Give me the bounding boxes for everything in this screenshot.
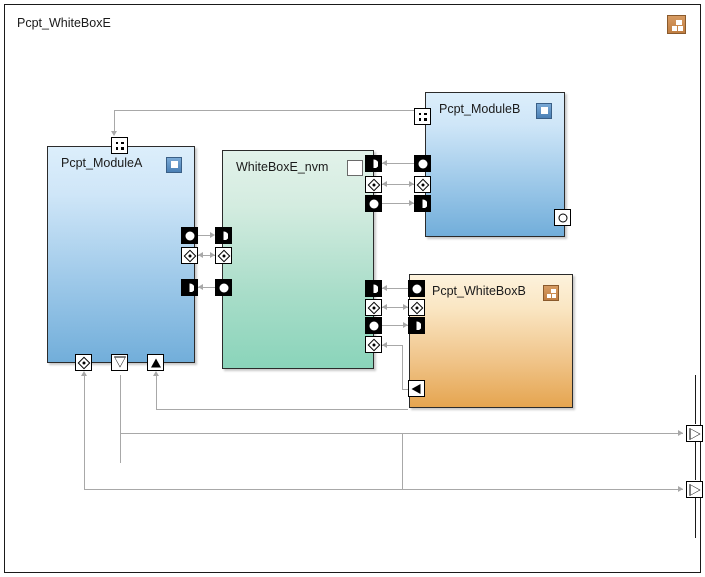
arrowhead-nvm-moduleb-3 [409, 200, 414, 206]
whitebox-b-left-trigger-in-port[interactable] [408, 380, 425, 397]
nvm-right-required-port-mid[interactable] [365, 280, 382, 297]
module-b-left-data-port[interactable] [414, 176, 431, 193]
connector-modulea-nvm-1 [198, 235, 212, 236]
module-b-left-required-port[interactable] [414, 195, 431, 212]
module-a-right-required-port[interactable] [181, 279, 198, 296]
arrowhead-nvm-whiteboxb-2b [403, 304, 408, 310]
frame-right-delegation-port-1[interactable] [686, 425, 703, 442]
connector-trigger-to-nvm-h-top [382, 345, 403, 346]
module-b-bottom-circle-port[interactable] [554, 209, 571, 226]
component-pcpt-modulea[interactable]: Pcpt_ModuleA [47, 146, 195, 363]
component-label-modulea: Pcpt_ModuleA [61, 156, 143, 170]
composite-component-icon [667, 15, 686, 34]
module-b-left-delegation-port[interactable] [414, 108, 431, 125]
connector-nvm-moduleb-2 [382, 184, 414, 185]
arrowhead-nvm-whiteboxb-1 [382, 285, 387, 291]
arrowhead-nvm-whiteboxb-3 [403, 322, 408, 328]
module-a-right-provided-port-1[interactable] [181, 227, 198, 244]
connector-frame2-to-modulea-h [84, 489, 683, 490]
nvm-right-data-port-mid[interactable] [365, 299, 382, 316]
component-label-whiteboxb: Pcpt_WhiteBoxB [432, 284, 526, 298]
connector-moduleb-to-modulea-h [114, 110, 415, 111]
module-icon [166, 157, 182, 173]
nvm-right-required-port-top[interactable] [365, 155, 382, 172]
nvm-right-provided-port-top[interactable] [365, 195, 382, 212]
connector-nvm-whiteboxb-2 [382, 307, 408, 308]
arrowhead-nvm-moduleb-2b [409, 181, 414, 187]
connector-modulea-to-frame1-v [120, 375, 121, 463]
whitebox-b-left-data-port[interactable] [408, 299, 425, 316]
nvm-right-data-port-low[interactable] [365, 336, 382, 353]
connector-whiteboxb-drop-v [402, 433, 403, 489]
nvm-right-data-port-top[interactable] [365, 176, 382, 193]
empty-icon [347, 160, 363, 176]
component-pcpt-whiteboxb[interactable]: Pcpt_WhiteBoxB [409, 274, 573, 408]
component-label-moduleb: Pcpt_ModuleB [439, 102, 521, 116]
connector-frame2-to-modulea-v [84, 375, 85, 489]
module-icon [536, 103, 552, 119]
arrowhead-nvm-moduleb-1 [382, 160, 387, 166]
arrowhead-modulea-to-frame1 [678, 430, 683, 436]
frame-right-stub-mid [695, 442, 696, 480]
nvm-left-provided-port[interactable] [215, 279, 232, 296]
connector-modulea-to-frame1-h [120, 433, 683, 434]
component-pcpt-moduleb[interactable]: Pcpt_ModuleB [425, 92, 565, 237]
connector-trigger-to-nvm-v [402, 345, 403, 389]
connector-nvm-whiteboxb-1 [382, 288, 408, 289]
connector-trigger-to-modulea-v [156, 375, 157, 409]
module-a-bottom-tridown-port[interactable] [111, 354, 128, 371]
arrowhead-frame2-in [678, 486, 683, 492]
composite-component-icon [543, 285, 559, 301]
module-a-right-data-port[interactable] [181, 247, 198, 264]
connector-modulea-nvm-2 [198, 255, 215, 256]
arrowhead-modulea-nvm-3 [198, 284, 203, 290]
arrowhead-moduleb-to-modulea [111, 131, 117, 136]
arrowhead-trigger-to-modulea [153, 371, 159, 376]
frame-right-stub-bot [695, 498, 696, 538]
arrowhead-frame2-to-modulea [81, 371, 87, 376]
diagram-frame: Pcpt_WhiteBoxE Pcpt_ModuleA WhiteBoxE_nv… [4, 4, 703, 573]
connector-nvm-moduleb-1 [382, 163, 414, 164]
arrowhead-modulea-nvm-2a [210, 252, 215, 258]
arrowhead-nvm-whiteboxb-2a [382, 304, 387, 310]
connector-trigger-to-nvm-h-bot [402, 389, 409, 390]
module-a-top-delegation-port[interactable] [111, 137, 128, 154]
arrowhead-modulea-nvm-1 [210, 232, 215, 238]
module-b-left-provided-port[interactable] [414, 155, 431, 172]
frame-right-stub-top [695, 375, 696, 424]
nvm-right-provided-port-mid[interactable] [365, 317, 382, 334]
whitebox-b-left-provided-port[interactable] [408, 280, 425, 297]
page-title: Pcpt_WhiteBoxE [17, 16, 111, 30]
connector-nvm-moduleb-3 [382, 203, 414, 204]
connector-modulea-nvm-3 [198, 287, 215, 288]
arrowhead-trigger-to-nvm [382, 342, 387, 348]
connector-moduleb-to-modulea-v [114, 110, 115, 132]
frame-right-delegation-port-2[interactable] [686, 481, 703, 498]
arrowhead-modulea-nvm-2b [198, 252, 203, 258]
whitebox-b-left-required-port[interactable] [408, 317, 425, 334]
module-a-bottom-data-port[interactable] [75, 354, 92, 371]
nvm-left-required-port-1[interactable] [215, 227, 232, 244]
arrowhead-nvm-moduleb-2a [382, 181, 387, 187]
component-whiteboxe-nvm[interactable]: WhiteBoxE_nvm [222, 150, 374, 369]
nvm-left-data-port[interactable] [215, 247, 232, 264]
module-a-bottom-triup-port[interactable] [147, 354, 164, 371]
connector-nvm-whiteboxb-3 [382, 325, 408, 326]
connector-trigger-to-modulea-h [156, 409, 408, 410]
component-label-nvm: WhiteBoxE_nvm [236, 160, 329, 174]
